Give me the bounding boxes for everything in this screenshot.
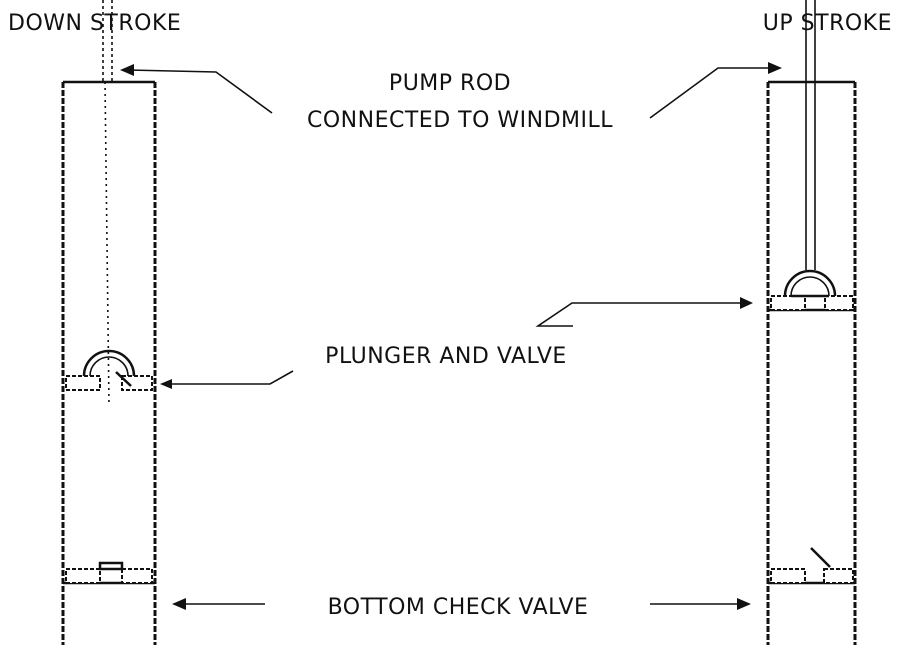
down-stroke-label: DOWN STROKE: [8, 11, 181, 36]
down-stroke-pump: [61, 0, 157, 645]
right-pump-rod: [805, 0, 816, 270]
bottom-check-valve-right-arrow: [650, 598, 751, 610]
bottom-check-valve-label: BOTTOM CHECK VALVE: [328, 595, 589, 620]
left-check-valve-disc: [98, 561, 124, 571]
up-stroke-pump: [766, 0, 857, 645]
pump-rod-right-arrow: [649, 62, 782, 119]
plunger-right-arrow: [535, 297, 753, 327]
pump-rod-left-arrow: [120, 64, 273, 114]
left-plunger-valve-flap: [115, 371, 132, 387]
plunger-and-valve-label: PLUNGER AND VALVE: [325, 344, 567, 369]
left-bottom-check-valve: [63, 561, 155, 585]
pump-rod-label-line1: PUMP ROD: [389, 71, 511, 96]
right-bottom-check-valve: [768, 547, 855, 585]
right-check-valve-flap: [810, 547, 831, 568]
bottom-check-valve-left-arrow: [172, 598, 265, 610]
up-stroke-label: UP STROKE: [763, 11, 892, 36]
right-plunger: [768, 269, 855, 312]
pump-rod-label-line2: CONNECTED TO WINDMILL: [307, 108, 613, 133]
left-plunger: [65, 349, 153, 391]
left-pump-rod: [102, 0, 113, 406]
plunger-left-arrow: [160, 370, 294, 389]
